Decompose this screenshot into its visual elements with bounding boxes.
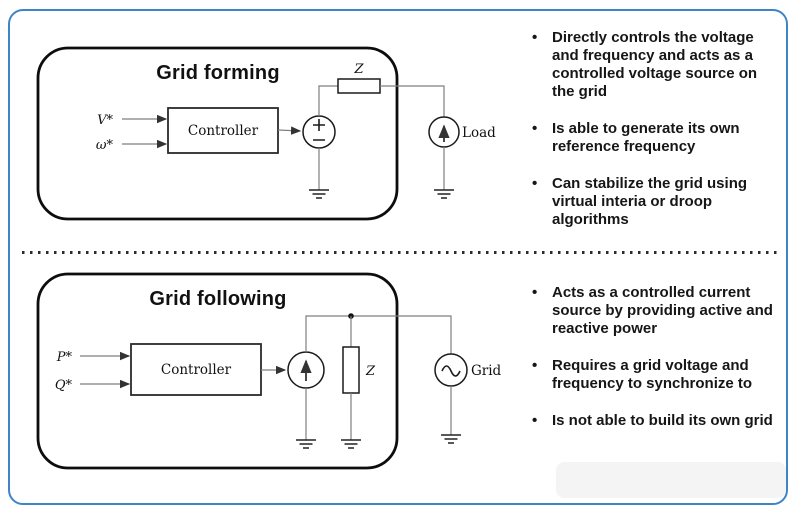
- wire-source-to-z: [318, 85, 338, 116]
- impedance-z: [342, 346, 360, 394]
- ground-icon: [308, 189, 330, 199]
- pstar-label: P*: [56, 350, 73, 365]
- bullet-text: Directly controls the voltage and freque…: [552, 29, 758, 100]
- vstar-label: V*: [97, 113, 113, 128]
- impedance-z-label: Z: [365, 364, 376, 379]
- bullet-text: Requires a grid voltage and frequency to…: [552, 357, 753, 392]
- controller-box: [130, 343, 262, 396]
- impedance-z: [337, 78, 381, 94]
- grid-forming-title: Grid forming: [156, 62, 280, 84]
- outer-blue-border: [8, 9, 788, 505]
- sine-wave-icon: [441, 365, 461, 377]
- grid-following-box: [36, 272, 399, 470]
- dotted-divider: [22, 251, 782, 254]
- bullet-icon: •: [532, 412, 538, 429]
- qstar-label: Q*: [55, 378, 73, 393]
- omegastar-label: ω*: [96, 138, 114, 153]
- bullet-icon: •: [532, 120, 538, 137]
- controller-label: Controller: [161, 362, 232, 378]
- grid-forming-diagram: Grid forming V* ω* Controller Z Load: [36, 46, 496, 221]
- controller-box: [167, 107, 279, 154]
- controller-label: Controller: [188, 123, 259, 139]
- grid-following-title: Grid following: [149, 288, 286, 310]
- bullet-text: Is able to generate its own reference fr…: [552, 120, 740, 155]
- bullet-text: Acts as a controlled current source by p…: [552, 284, 773, 337]
- bullet-icon: •: [532, 284, 538, 301]
- controller-output-arrow: [277, 126, 302, 135]
- bullet-item: • Is not able to build its own grid: [532, 412, 778, 430]
- watermark-blur: [556, 462, 786, 498]
- bullet-icon: •: [532, 357, 538, 374]
- ground-icon: [340, 439, 362, 449]
- ground-icon: [295, 439, 317, 449]
- bus-wire: [305, 315, 452, 354]
- bullet-text: Is not able to build its own grid: [552, 412, 773, 429]
- grid-label: Grid: [471, 363, 502, 379]
- bullet-item: • Requires a grid voltage and frequency …: [532, 357, 778, 393]
- grid-forming-bullet-list: • Directly controls the voltage and freq…: [532, 29, 778, 248]
- impedance-z-label: Z: [353, 62, 364, 77]
- ground-icon: [433, 189, 455, 199]
- bullet-item: • Can stabilize the grid using virtual i…: [532, 175, 778, 229]
- plus-minus-icon: [313, 119, 325, 141]
- wire-z-to-load: [380, 85, 445, 117]
- load-label: Load: [462, 125, 496, 141]
- bullet-icon: •: [532, 175, 538, 192]
- bullet-item: • Directly controls the voltage and freq…: [532, 29, 778, 101]
- grid-following-diagram: Grid following P* Q* Controller Z Grid: [36, 272, 502, 470]
- bullet-item: • Acts as a controlled current source by…: [532, 284, 778, 338]
- bullet-text: Can stabilize the grid using virtual int…: [552, 175, 748, 228]
- grid-following-bullet-list: • Acts as a controlled current source by…: [532, 284, 778, 449]
- grid-forming-box: [36, 46, 399, 221]
- bullet-icon: •: [532, 29, 538, 46]
- ground-icon: [440, 434, 462, 444]
- bullet-item: • Is able to generate its own reference …: [532, 120, 778, 156]
